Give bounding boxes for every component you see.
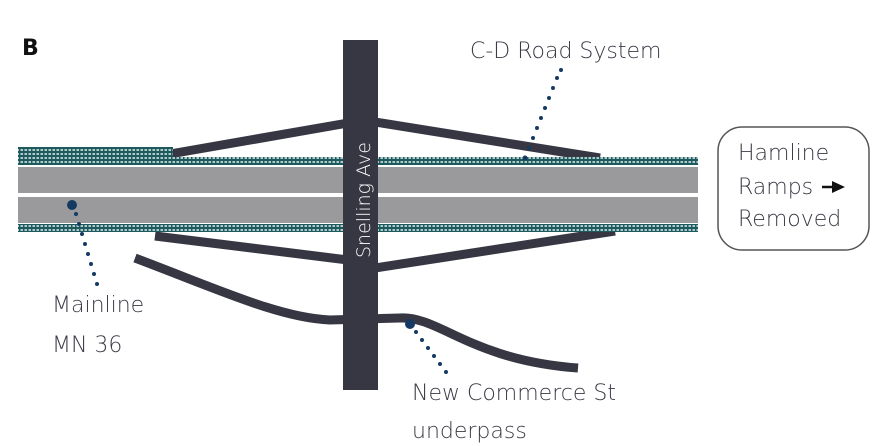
mainline-label-line2: MN 36 (52, 333, 122, 358)
cd-ramp-upper-right (374, 117, 601, 163)
cd-ramp-upper-left (169, 118, 349, 159)
leader-dots (67, 68, 563, 374)
hamline-callout-box: Hamline Ramps Removed (717, 126, 870, 251)
mainline-marker-dot (67, 200, 77, 210)
hamline-line2: Ramps (738, 175, 813, 200)
mainline-label-line1: Mainline (52, 293, 144, 318)
commerce-marker-dot (405, 319, 415, 329)
cd-ramp-lower-right (374, 226, 616, 273)
right-arrow-icon (822, 181, 845, 193)
snelling-ave-label: Snelling Ave (353, 142, 375, 258)
hamline-line3: Removed (738, 207, 841, 232)
hamline-line1: Hamline (738, 141, 829, 166)
cd-road-label: C-D Road System (470, 39, 661, 64)
commerce-label-line1: New Commerce St (412, 381, 616, 406)
snelling-ave-road (343, 40, 378, 390)
commerce-label-line2: underpass (412, 419, 527, 444)
cd-ramp-lower-left (154, 231, 349, 265)
panel-label: B (22, 36, 39, 61)
cd-marker-dot (522, 155, 528, 161)
